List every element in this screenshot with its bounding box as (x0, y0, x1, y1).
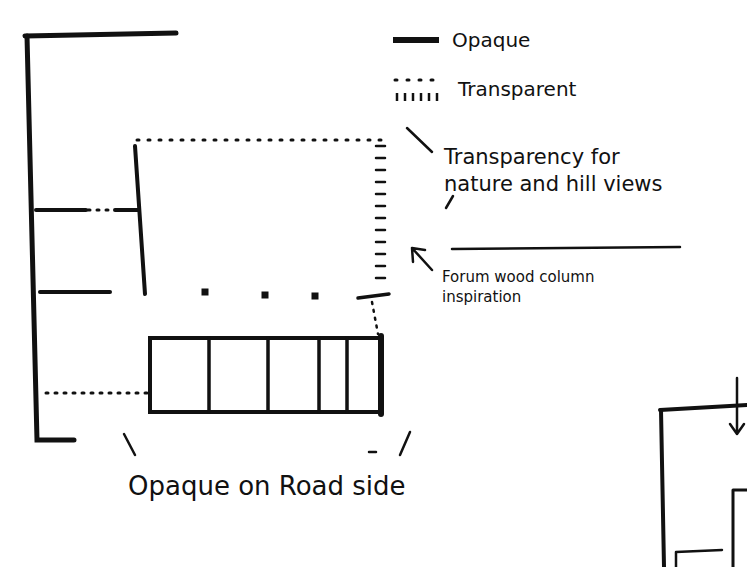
column-note: Forum wood column inspiration (442, 268, 642, 307)
transparent-wall (46, 392, 148, 395)
road-side-note: Opaque on Road side (128, 470, 458, 504)
wall-line (135, 146, 145, 294)
leader-line (407, 128, 432, 152)
dotted-sample (395, 79, 441, 82)
legend-label: Opaque (452, 27, 530, 53)
tick-sample (428, 93, 431, 101)
wall-line (733, 490, 747, 567)
bracket-tick (369, 451, 376, 454)
transparent-wall (137, 139, 384, 142)
wall-line (676, 550, 722, 567)
wall-line (378, 336, 384, 414)
solid-sample (393, 37, 439, 43)
wall-line (25, 33, 176, 36)
wall-line (661, 410, 664, 567)
column-dot (202, 289, 208, 295)
wall-line (40, 290, 110, 294)
tick-sample (404, 93, 407, 101)
view-note: Transparency for nature and hill views (444, 144, 676, 199)
legend-sample (393, 40, 439, 41)
legend-sample (395, 80, 441, 101)
wall-line (660, 405, 747, 410)
bracket-tick (124, 434, 135, 455)
tick-sample (412, 93, 415, 101)
transparent-wall (88, 209, 112, 212)
wall-line (115, 208, 138, 212)
tick-sample (396, 93, 399, 101)
wall-line (36, 208, 86, 212)
tick-sample (436, 93, 439, 101)
transparent-wall (372, 302, 378, 334)
transparent-wall (376, 146, 385, 278)
underline (452, 247, 680, 249)
column-dot (312, 293, 318, 299)
opaque-block (150, 338, 382, 412)
entry-arrow (730, 378, 744, 434)
column-dot (262, 292, 268, 298)
wall-line (209, 338, 347, 412)
tick-sample (420, 93, 423, 101)
wall-line (27, 36, 74, 440)
legend-label: Transparent (458, 76, 576, 102)
wall-line (358, 294, 389, 298)
leader-line (446, 196, 453, 208)
bracket-tick (400, 432, 410, 455)
leader-arrow (412, 248, 432, 270)
